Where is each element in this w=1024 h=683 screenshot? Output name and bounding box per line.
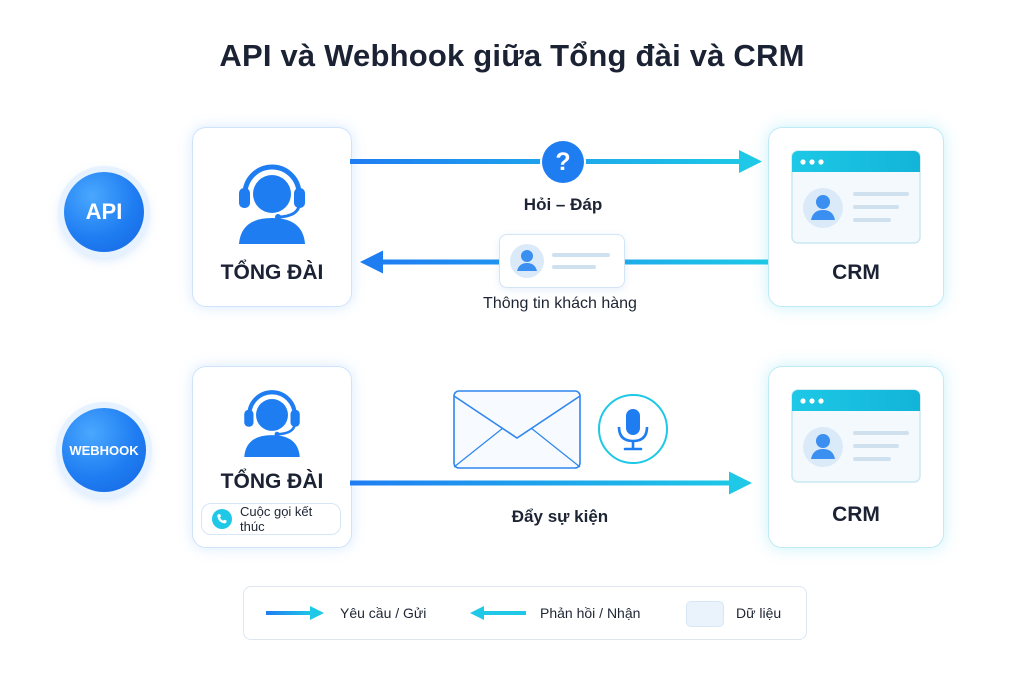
legend: Yêu cầu / Gửi Phản hồi / Nhận Dữ liệu xyxy=(243,586,807,640)
headset-agent-icon xyxy=(235,156,309,244)
legend-data-label: Dữ liệu xyxy=(736,605,782,621)
legend-data-swatch xyxy=(686,601,724,627)
crm-window-icon xyxy=(791,150,921,244)
tongdai-node-webhook: TỔNG ĐÀI Cuộc gọi kết thúc xyxy=(192,366,352,548)
tongdai-label-api: TỔNG ĐÀI xyxy=(220,261,324,284)
webhook-badge: WEBHOOK xyxy=(62,408,146,492)
push-event-label: Đẩy sự kiện xyxy=(511,507,609,526)
crm-label-webhook: CRM xyxy=(832,503,880,526)
api-badge: API xyxy=(64,172,144,252)
legend-response-arrow xyxy=(470,606,526,620)
legend-request-label: Yêu cầu / Gửi xyxy=(340,605,427,621)
phone-icon xyxy=(212,509,232,529)
push-event-arrow xyxy=(350,470,752,496)
legend-request-arrow xyxy=(266,606,324,620)
legend-response-label: Phản hồi / Nhận xyxy=(540,605,641,621)
crm-node-api: CRM xyxy=(768,127,944,307)
question-icon: ? xyxy=(539,138,587,186)
audio-envelope-icon xyxy=(453,390,581,470)
customer-card-icon xyxy=(499,234,625,288)
crm-window-icon xyxy=(791,389,921,483)
call-ended-label: Cuộc gọi kết thúc xyxy=(240,504,313,534)
webhook-badge-label: WEBHOOK xyxy=(69,442,139,458)
call-ended-pill: Cuộc gọi kết thúc xyxy=(201,503,341,535)
crm-node-webhook: CRM xyxy=(768,366,944,548)
microphone-icon xyxy=(597,393,669,465)
crm-label-api: CRM xyxy=(832,261,880,284)
svg-text:?: ? xyxy=(555,148,570,176)
response-label: Thông tin khách hàng xyxy=(483,295,637,312)
headset-agent-icon xyxy=(235,383,309,457)
tongdai-label-webhook: TỔNG ĐÀI xyxy=(220,470,324,493)
api-badge-label: API xyxy=(85,199,123,224)
request-label: Hỏi – Đáp xyxy=(523,195,603,214)
tongdai-node-api: TỔNG ĐÀI xyxy=(192,127,352,307)
diagram-title: API và Webhook giữa Tổng đài và CRM xyxy=(219,38,805,73)
